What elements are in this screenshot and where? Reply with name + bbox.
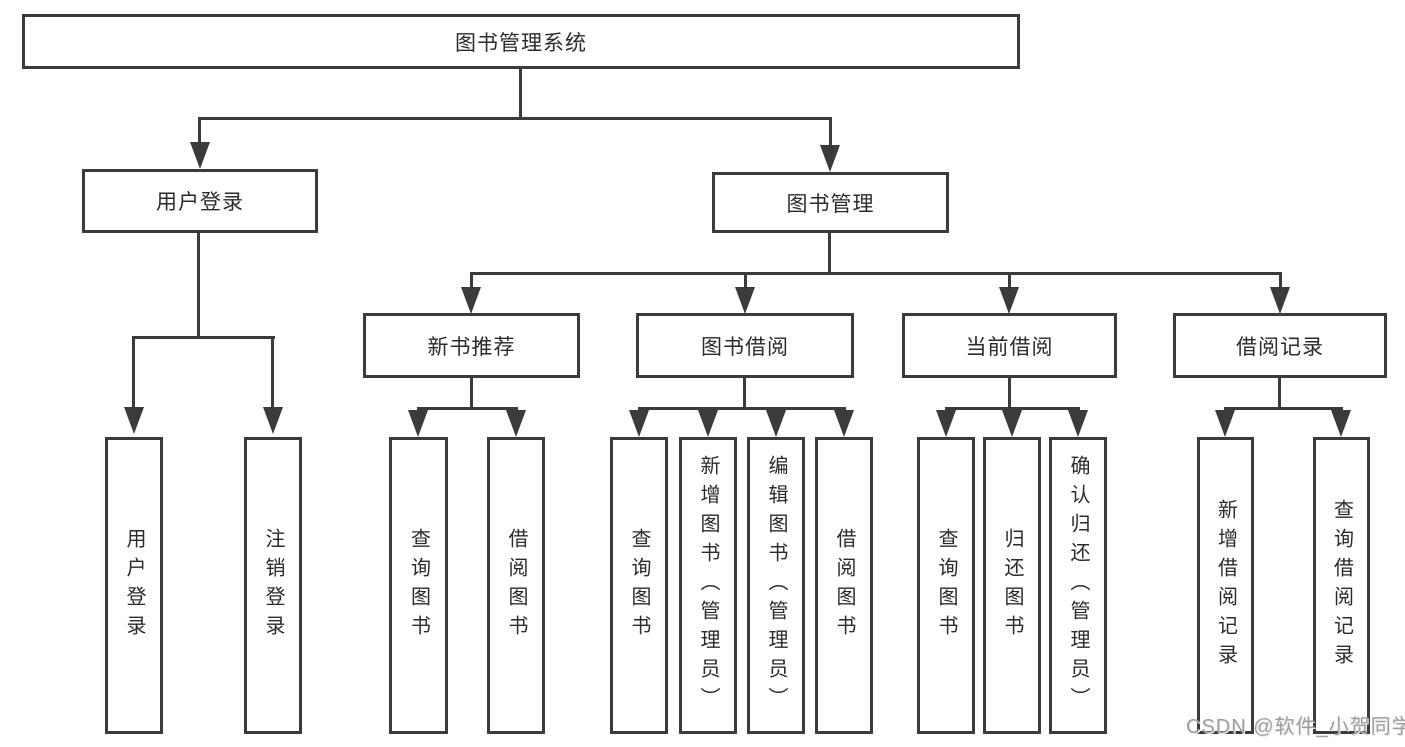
leaf-query-books-recommend-label: 查询图书 [407, 527, 430, 644]
leaf-user-login: 用户登录 [105, 437, 163, 734]
connector-user-login-stub [197, 233, 200, 336]
connector-borrow-record [1279, 272, 1282, 288]
leaf-return-books: 归还图书 [983, 437, 1041, 734]
node-current-borrowing-label: 当前借阅 [965, 335, 1054, 359]
arrow-down-icon [1331, 410, 1351, 437]
arrow-down-icon [820, 145, 840, 172]
leaf-query-books-borrowing-label: 查询图书 [628, 527, 650, 644]
leaf-borrow-books-recommend: 借阅图书 [487, 437, 545, 734]
arrow-down-icon [263, 407, 283, 434]
arrow-down-icon [461, 287, 481, 314]
connector-bb-rail [638, 407, 846, 410]
node-book-management: 图书管理 [712, 172, 949, 233]
node-current-borrowing: 当前借阅 [902, 313, 1117, 378]
csdn-watermark: CSDN @软件_小贺同学 [1186, 716, 1405, 738]
connector-root-stub [519, 69, 522, 117]
leaf-return-books-label: 归还图书 [1001, 527, 1023, 644]
arrow-down-icon [936, 410, 956, 437]
leaf-confirm-return-admin: 确认归还（管理员） [1049, 437, 1107, 734]
connector-book-borrow [744, 272, 747, 288]
connector-cb-stub [1008, 378, 1011, 409]
arrow-down-icon [834, 410, 854, 437]
connector-leaf-user-login [132, 336, 135, 408]
node-root-label: 图书管理系统 [455, 31, 587, 55]
leaf-confirm-return-admin-label: 确认归还（管理员） [1067, 455, 1089, 716]
leaf-edit-book-admin-label: 编辑图书（管理员） [765, 455, 787, 716]
arrow-down-icon [124, 407, 144, 434]
arrow-down-icon [506, 410, 526, 437]
connector-book-mgmt [829, 117, 832, 147]
connector-bb-stub [743, 378, 746, 409]
arrow-down-icon [1270, 287, 1290, 314]
leaf-add-book-admin: 新增图书（管理员） [679, 437, 737, 734]
node-user-login-label: 用户登录 [156, 191, 244, 214]
leaf-query-borrow-record: 查询借阅记录 [1313, 437, 1370, 734]
arrow-down-icon [190, 142, 210, 169]
connector-leaf-logout [271, 336, 274, 408]
connector-nbr-rail [417, 407, 518, 410]
node-borrowing-records: 借阅记录 [1173, 313, 1387, 378]
arrow-down-icon [999, 287, 1019, 314]
leaf-query-books-borrowing: 查询图书 [610, 437, 668, 734]
connector-level2-rail [470, 272, 1282, 275]
leaf-query-books-current-label: 查询图书 [935, 527, 957, 644]
connector-user-login [198, 117, 201, 144]
leaf-borrow-books-recommend-label: 借阅图书 [505, 527, 527, 644]
leaf-borrow-books-borrowing: 借阅图书 [815, 437, 873, 734]
arrow-down-icon [766, 410, 786, 437]
connector-cb-rail [945, 407, 1080, 410]
connector-book-mgmt-stub [828, 233, 831, 272]
connector-user-login-rail [132, 336, 275, 339]
leaf-add-borrow-record: 新增借阅记录 [1197, 437, 1254, 734]
leaf-borrow-books-borrowing-label: 借阅图书 [833, 527, 855, 644]
node-new-book-recommendation-label: 新书推荐 [427, 335, 516, 359]
connector-br-stub [1278, 378, 1281, 409]
node-book-borrowing: 图书借阅 [636, 313, 854, 378]
arrow-down-icon [408, 410, 428, 437]
leaf-query-borrow-record-label: 查询借阅记录 [1330, 498, 1353, 673]
leaf-query-books-recommend: 查询图书 [389, 437, 448, 734]
arrow-down-icon [1068, 410, 1088, 437]
leaf-edit-book-admin: 编辑图书（管理员） [747, 437, 805, 734]
leaf-logout-login-label: 注销登录 [262, 527, 284, 644]
arrow-down-icon [735, 287, 755, 314]
arrow-down-icon [1215, 410, 1235, 437]
arrow-down-icon [698, 410, 718, 437]
connector-level1-rail [198, 117, 832, 120]
leaf-query-books-current: 查询图书 [917, 437, 975, 734]
leaf-add-borrow-record-label: 新增借阅记录 [1214, 498, 1237, 673]
arrow-down-icon [1002, 410, 1022, 437]
connector-new-book-rec [470, 272, 473, 288]
node-user-login: 用户登录 [82, 169, 318, 233]
node-book-borrowing-label: 图书借阅 [701, 335, 789, 359]
node-borrowing-records-label: 借阅记录 [1236, 335, 1324, 359]
leaf-user-login-label: 用户登录 [123, 527, 145, 644]
node-new-book-recommendation: 新书推荐 [363, 313, 580, 378]
leaf-logout-login: 注销登录 [244, 437, 302, 734]
node-book-management-label: 图书管理 [786, 192, 875, 216]
connector-br-rail [1224, 407, 1343, 410]
arrow-down-icon [629, 410, 649, 437]
node-root: 图书管理系统 [22, 14, 1020, 69]
connector-nbr-stub [470, 378, 473, 409]
leaf-add-book-admin-label: 新增图书（管理员） [697, 455, 719, 716]
connector-current-borrow [1008, 272, 1011, 288]
